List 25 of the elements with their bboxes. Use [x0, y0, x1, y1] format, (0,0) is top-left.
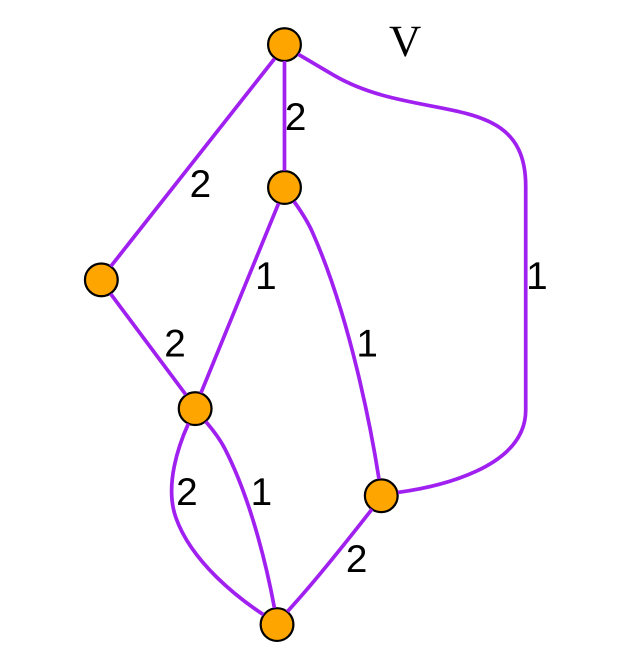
- connector: [297, 52, 528, 494]
- edge-label: 2: [346, 538, 368, 582]
- edge-label: 1: [526, 255, 548, 298]
- connector: [109, 57, 276, 268]
- edge-label: 2: [190, 162, 212, 206]
- node-circle: [364, 478, 399, 514]
- edge-label: 1: [255, 255, 277, 298]
- node-circle: [84, 262, 119, 298]
- edge-label: 2: [164, 322, 186, 366]
- connector: [170, 422, 265, 616]
- connector: [286, 508, 374, 613]
- edge-label: 2: [284, 96, 306, 139]
- connector: [199, 202, 280, 394]
- connector: [292, 200, 381, 480]
- edge-label: 2: [176, 471, 198, 514]
- label: V: [388, 16, 422, 66]
- node-circle: [266, 170, 302, 206]
- edge-label: 1: [250, 471, 272, 514]
- connector: [109, 292, 188, 396]
- node-circle: [178, 391, 213, 426]
- node-circle: [260, 607, 295, 642]
- edge-label: 1: [356, 322, 378, 366]
- connector: [282, 61, 286, 171]
- node-circle: [266, 27, 302, 62]
- connector: [204, 420, 276, 608]
